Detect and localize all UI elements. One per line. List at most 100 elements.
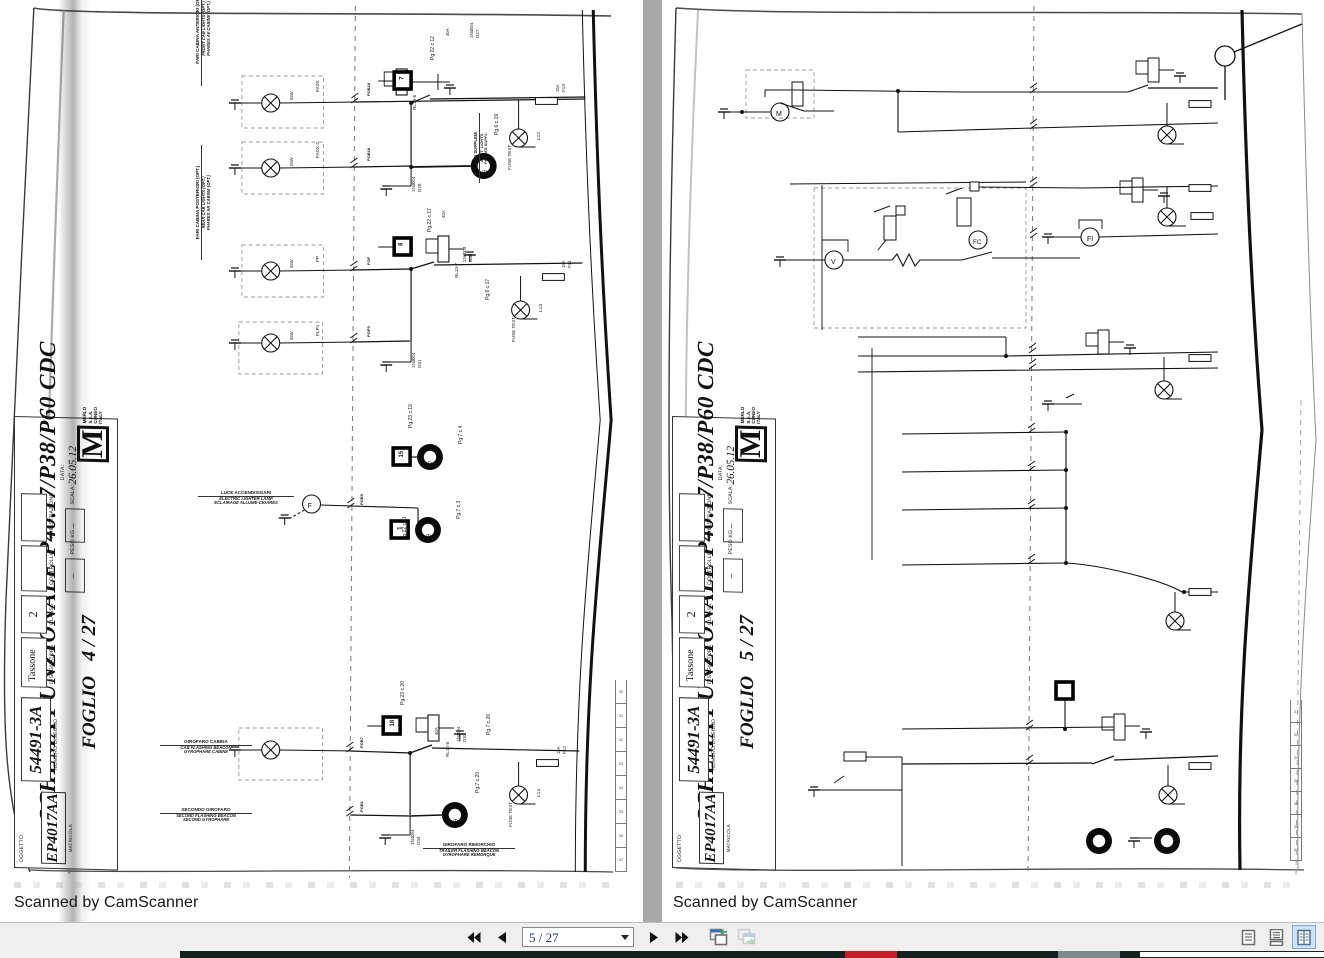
lamp-ref: FA0X-2 (316, 142, 321, 158)
data-label: DATA: (718, 464, 724, 481)
scala-label: SCALA: (70, 484, 76, 505)
logo-letter: M (76, 425, 109, 463)
component-ref: D29 (417, 183, 422, 192)
annotation-lighter-lamp: LUCE ACCENDISIGARI ELECTRIC LIGHTER LAMP… (198, 490, 294, 506)
crossref-label: Pg.22 c.17 (427, 208, 433, 232)
component-part: 1N4004 (411, 352, 416, 368)
schematic-drawing-left: F (3, 5, 614, 879)
logo-line: ITALY (756, 411, 762, 424)
document-page-left[interactable]: F (0, 0, 646, 922)
peso-label: PESO KG (70, 529, 76, 555)
controllo-label: CONTROLLO (49, 550, 55, 586)
lamp-power: 55W (289, 91, 294, 100)
component-ref: D30 (468, 253, 473, 262)
taskbar-item[interactable] (1058, 951, 1120, 958)
disegnatore-value: Tassone (685, 649, 696, 682)
single-page-view-icon (1241, 929, 1255, 945)
sheet-scale-ruler: 31 32 33 34 35 36 37 (1290, 700, 1302, 861)
export-page-button[interactable] (736, 926, 758, 948)
lamp-ref: FA0X (316, 80, 321, 92)
desktop-taskbar[interactable] (0, 951, 1324, 958)
single-page-view-button[interactable] (1236, 925, 1260, 949)
scala-label: SCALA: (728, 484, 734, 505)
fuse-test-label: FUSE TEST (508, 801, 513, 827)
page-navigation-group: 1 / 272 / 273 / 274 / 275 / 276 / 277 / … (460, 926, 761, 948)
peso-label: PESO KG (728, 529, 734, 555)
continuous-page-view-button[interactable] (1264, 925, 1288, 949)
annotation-second-beacon: SECONDO GIROFARO SECOND FLASHING BEACON … (160, 807, 252, 823)
scala-value: – (68, 523, 79, 529)
peso-value: – (726, 573, 737, 579)
import-page-icon (709, 928, 728, 946)
component-part: 1N4004 (469, 22, 474, 38)
wire-tag: POB1 (359, 801, 364, 812)
disegnatore-value: Tassone (27, 649, 38, 682)
previous-page-button[interactable] (491, 926, 513, 948)
logo-line: ITALY (98, 411, 104, 424)
scan-artifact (14, 882, 613, 888)
facing-page-view-icon (1296, 929, 1311, 945)
lamp-power: 55W (289, 157, 294, 166)
uscita-number: 15 (399, 450, 406, 458)
component-ref: RL13-7 (454, 262, 459, 278)
component-part: 1N4004 (462, 246, 467, 262)
schematic-drawing-right: M (668, 5, 1317, 877)
foglio-label: FOGLIO (737, 675, 758, 750)
taskbar-item-highlight[interactable] (845, 951, 897, 958)
next-page-button[interactable] (643, 926, 665, 948)
connector-ref: T7 (428, 460, 435, 467)
peso-value: – (68, 573, 79, 579)
page-gutter (646, 0, 662, 922)
viewer-toolbar[interactable]: 1 / 272 / 273 / 274 / 275 / 276 / 277 / … (0, 922, 1324, 951)
rating-label: 40A (434, 727, 439, 735)
title-block-right: OGGETTO: SCHEMA FUNZIONALE P40.17/P38/P6… (672, 341, 776, 871)
wire-tag: POP9 (366, 326, 371, 337)
classe-value: 2 (26, 611, 40, 618)
fuse-ref: F12 (562, 746, 567, 754)
uscita-number: 18 (390, 719, 397, 727)
import-page-button[interactable] (708, 926, 730, 948)
component-ref: D31 (417, 359, 422, 368)
disegnatore-label: DISEGNATORE (49, 644, 55, 685)
foglio-label: FOGLIO (79, 675, 100, 750)
component-ref: D34 (416, 836, 421, 845)
numero-disegno-label: NUMERO DISEGNO (53, 718, 59, 771)
fuse-rating: 15A (555, 84, 560, 92)
foglio-value: 4 / 27 (78, 615, 100, 662)
logo-line: MERLO (82, 406, 88, 424)
camscanner-watermark: Scanned by CamScanner (14, 894, 199, 911)
document-viewer[interactable]: F (0, 0, 1324, 922)
page-view-mode-group (1234, 925, 1318, 949)
wire-tag: FOP (366, 256, 371, 265)
component-ref: RL12-8 (445, 741, 450, 757)
crossref-label: Pg.7 c.20 (475, 771, 481, 793)
facing-page-view-button[interactable] (1292, 925, 1316, 949)
last-page-button[interactable] (671, 926, 693, 948)
fuse-ref: F11 (567, 260, 572, 268)
connector-ref: T9 (453, 818, 460, 825)
numero-disegno-value: 54491-3A (21, 697, 51, 782)
next-page-icon (650, 931, 658, 943)
matricola-label: MATRICOLA (68, 824, 73, 853)
taskbar-search-field[interactable] (1140, 952, 1324, 957)
svg-text:FC: FC (973, 239, 982, 246)
matricola-label: MATRICOLA (726, 824, 731, 853)
annotation-cab-beacon: GIROFARO CABINA CAB FLASHING BEACON GYRO… (160, 739, 252, 755)
lamp-ref: FLP1 (316, 324, 321, 336)
page-number-select[interactable]: 1 / 272 / 273 / 274 / 275 / 276 / 277 / … (522, 927, 634, 947)
foglio-value: 5 / 27 (736, 615, 758, 662)
crossref-label: Pg.22 c.12 (430, 36, 436, 60)
merlo-logo: M MERLO S.p.A. CUNEO ITALY (73, 407, 113, 463)
first-page-button[interactable] (463, 926, 485, 948)
lamp-ref: L12 (537, 131, 542, 140)
fuse-test-label: FUSE TEST (507, 144, 512, 170)
camscanner-watermark: Scanned by CamScanner (673, 894, 858, 911)
document-page-right[interactable]: M (662, 0, 1324, 922)
data-label: DATA: (60, 464, 66, 481)
oggetto-label: OGGETTO: (19, 833, 25, 863)
crossref-label: Pg.23 c.20 (400, 681, 406, 705)
lamp-power: 55W (289, 331, 294, 340)
component-ref: D33 (462, 733, 467, 742)
svg-text:M: M (776, 111, 782, 118)
